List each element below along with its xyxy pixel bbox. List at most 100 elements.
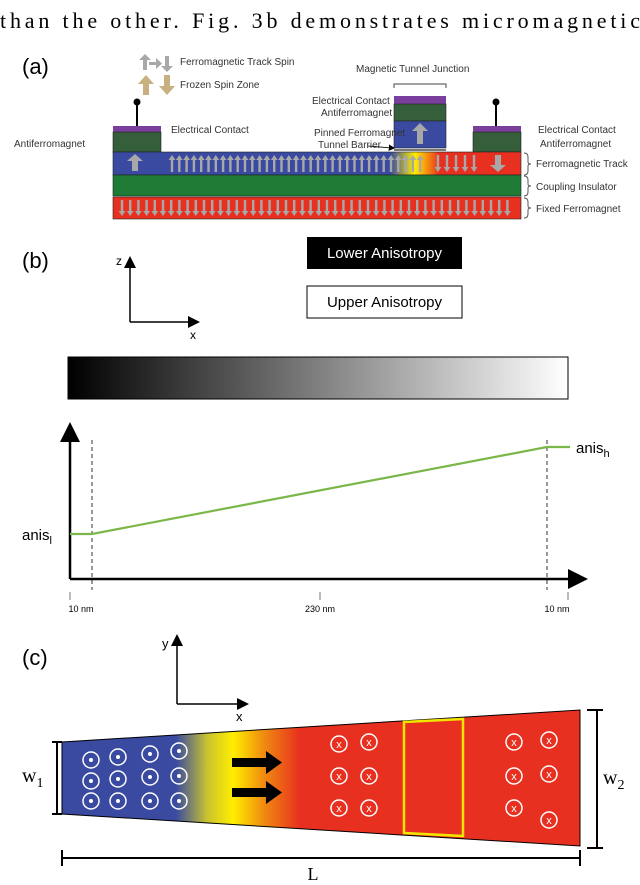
cross-glyph: x bbox=[366, 803, 372, 815]
out-of-plane-spin-icon bbox=[82, 792, 100, 810]
fixed-down-arrow-icon bbox=[487, 200, 495, 216]
out-of-plane-spin-icon bbox=[170, 767, 188, 785]
up-spin-arrow-icon bbox=[300, 155, 307, 172]
up-spin-arrow-icon bbox=[285, 155, 293, 172]
fixed-ferromagnet-layer bbox=[112, 196, 522, 220]
into-plane-spin-icon: x bbox=[330, 735, 348, 753]
fixed-down-arrow-icon bbox=[282, 200, 290, 216]
fixed-down-arrow-icon bbox=[323, 200, 331, 216]
fixed-down-arrow-icon bbox=[495, 200, 503, 216]
fixed-down-arrow-icon bbox=[463, 200, 470, 216]
into-plane-spin-icon: x bbox=[540, 811, 558, 829]
out-of-plane-spin-icon bbox=[170, 742, 188, 760]
anis-high-label: anish bbox=[576, 440, 610, 460]
upper-anisotropy-legend-box bbox=[306, 285, 463, 319]
mtj-antiferromagnet-label: Antiferromagnet bbox=[321, 108, 392, 119]
up-spin-arrow-icon bbox=[351, 155, 358, 172]
fixed-down-arrow-icon bbox=[405, 200, 413, 216]
into-plane-spin-icon: x bbox=[360, 799, 378, 817]
fixed-down-arrow-icon bbox=[126, 200, 134, 216]
cross-glyph: x bbox=[511, 803, 517, 815]
up-spin-arrow-icon bbox=[256, 155, 263, 172]
cross-glyph: x bbox=[366, 737, 372, 749]
fixed-down-arrow-icon bbox=[348, 200, 355, 216]
fixed-down-arrow-icon bbox=[504, 200, 511, 216]
fixed-down-arrow-icon bbox=[176, 200, 183, 216]
fixed-down-arrow-icon bbox=[422, 200, 429, 216]
fixed-down-arrow-icon bbox=[192, 200, 200, 216]
right-contact-pin bbox=[492, 98, 500, 106]
up-spin-arrow-icon bbox=[307, 155, 315, 172]
w1-label: w1 bbox=[22, 765, 43, 791]
up-spin-arrow-icon bbox=[183, 155, 190, 172]
down-spin-arrow-icon bbox=[452, 155, 460, 172]
fixed-down-arrow-icon bbox=[208, 200, 216, 216]
cross-glyph: x bbox=[336, 739, 342, 751]
layer-insulator-label: Coupling Insulator bbox=[536, 182, 617, 193]
left-antiferromagnet-label: Antiferromagnet bbox=[14, 139, 85, 150]
up-spin-arrow-icon bbox=[336, 155, 344, 172]
fixed-down-arrow-icon bbox=[471, 200, 478, 216]
fixed-down-arrow-icon bbox=[331, 200, 339, 216]
into-plane-spin-icon: x bbox=[360, 733, 378, 751]
cross-glyph: x bbox=[366, 771, 372, 783]
out-of-plane-spin-icon bbox=[109, 748, 127, 766]
up-spin-arrow-icon bbox=[409, 155, 417, 172]
up-spin-arrow-icon bbox=[270, 155, 278, 172]
fixed-down-arrow-icon bbox=[372, 200, 380, 216]
frozen-spin-legend-icon bbox=[138, 75, 175, 95]
up-spin-arrow-icon bbox=[343, 155, 351, 172]
panel-a-label: (a) bbox=[22, 54, 49, 79]
panel-b-label: (b) bbox=[22, 248, 49, 273]
fixed-down-arrow-icon bbox=[438, 200, 446, 216]
into-plane-spin-icon: x bbox=[505, 767, 523, 785]
down-spin-arrow-icon bbox=[443, 155, 451, 172]
up-spin-arrow-icon bbox=[314, 155, 322, 172]
upper-anisotropy-label: Upper Anisotropy bbox=[327, 294, 443, 311]
up-spin-arrow-icon bbox=[263, 155, 271, 172]
fixed-down-arrow-icon bbox=[307, 200, 314, 216]
fixed-down-arrow-icon bbox=[356, 200, 364, 216]
fixed-down-arrow-icon bbox=[151, 200, 159, 216]
down-spin-arrow-icon bbox=[434, 155, 442, 172]
insulator-brace bbox=[523, 175, 532, 197]
up-spin-arrow-icon bbox=[227, 155, 234, 172]
fixed-down-arrow-icon bbox=[258, 200, 265, 216]
right-contact-pad bbox=[473, 126, 521, 132]
fixed-down-arrow-icon bbox=[479, 200, 487, 216]
fixed-down-arrow-icon bbox=[184, 200, 191, 216]
axis-x-label-b: x bbox=[190, 328, 196, 342]
out-of-plane-spin-icon bbox=[82, 751, 100, 769]
mtj-bracket bbox=[393, 83, 447, 88]
tick-left-label: 10 nm bbox=[68, 604, 93, 614]
axis-x-label-c: x bbox=[236, 709, 243, 724]
fixed-down-arrow-icon bbox=[167, 200, 175, 216]
mtj-title: Magnetic Tunnel Junction bbox=[356, 64, 469, 75]
read-region-outline bbox=[402, 717, 465, 838]
fixed-spin-arrows bbox=[118, 200, 511, 216]
down-spin-arrow-icon bbox=[461, 155, 469, 172]
cross-glyph: x bbox=[336, 803, 342, 815]
up-spin-arrow-icon bbox=[292, 155, 300, 172]
into-plane-spin-icon: x bbox=[540, 765, 558, 783]
out-of-plane-spin-icon bbox=[141, 768, 159, 786]
out-of-plane-spin-icon bbox=[109, 770, 127, 788]
mtj-contact-pad bbox=[394, 96, 446, 104]
up-spin-arrow-icon bbox=[416, 155, 424, 172]
tick-right-label: 10 nm bbox=[544, 604, 569, 614]
fixed-down-arrow-icon bbox=[290, 200, 298, 216]
fixed-brace bbox=[523, 197, 532, 219]
fixed-down-arrow-icon bbox=[315, 200, 323, 216]
up-spin-arrow-icon bbox=[329, 155, 336, 172]
left-antiferromagnet-block bbox=[112, 131, 162, 153]
up-spin-arrow-icon bbox=[219, 155, 227, 172]
out-of-plane-spin-icon bbox=[141, 792, 159, 810]
up-spin-arrow-icon bbox=[197, 155, 205, 172]
out-of-plane-spin-icons bbox=[82, 742, 188, 810]
fixed-down-arrow-icon bbox=[381, 200, 388, 216]
fixed-down-arrow-icon bbox=[233, 200, 241, 216]
lower-anisotropy-legend-box bbox=[307, 237, 462, 269]
pinned-ferromagnet-label: Pinned Ferromagnet bbox=[314, 128, 405, 139]
fixed-down-arrow-icon bbox=[389, 200, 396, 216]
fixed-down-arrow-icon bbox=[274, 200, 282, 216]
